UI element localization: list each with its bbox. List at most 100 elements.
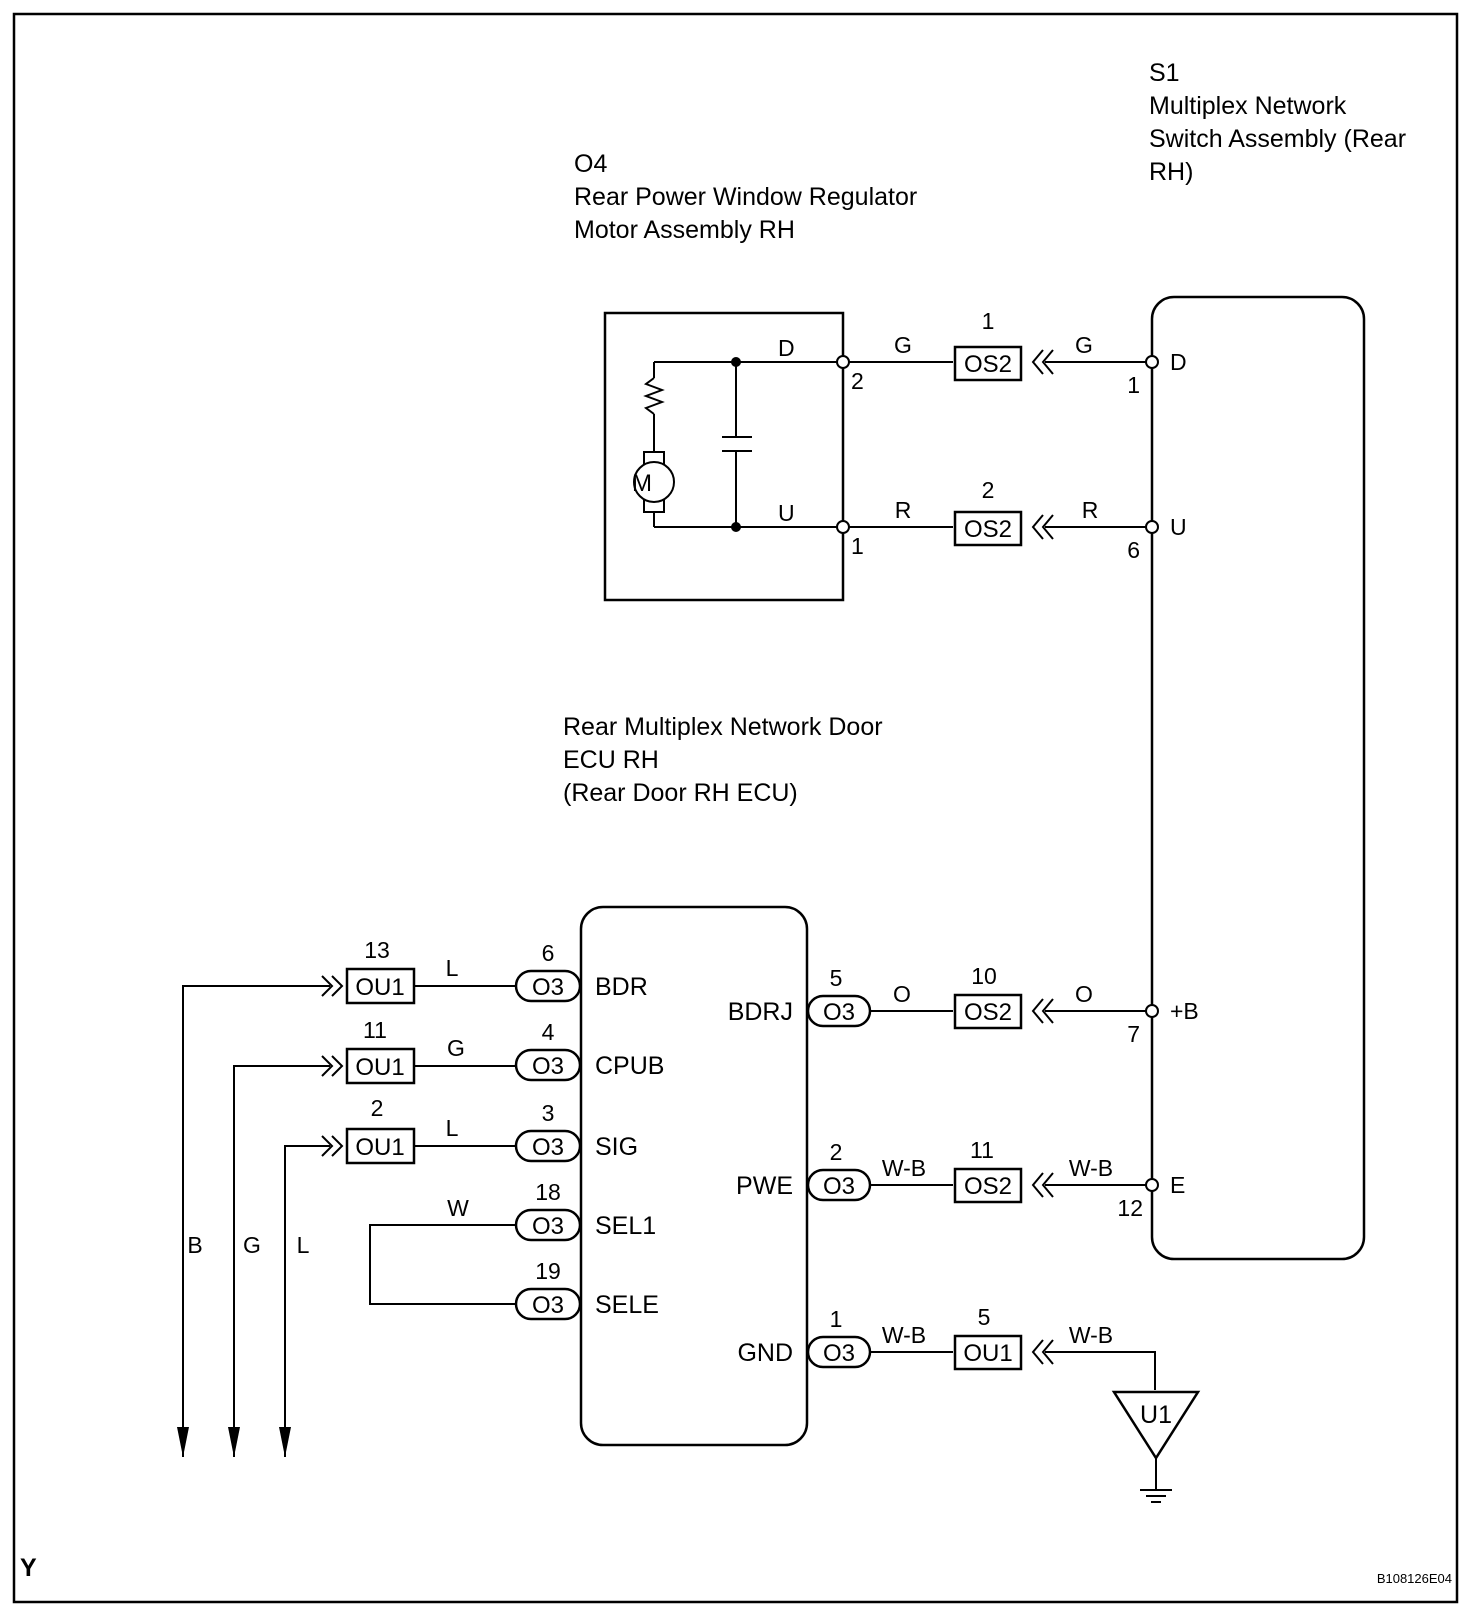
svg-text:Rear Multiplex Network Door: Rear Multiplex Network Door bbox=[563, 713, 883, 741]
svg-text:BDRJ: BDRJ bbox=[728, 998, 793, 1026]
svg-text:O3: O3 bbox=[823, 1173, 855, 1200]
ecu-right-terminal-gnd bbox=[806, 1335, 1156, 1390]
svg-text:+B: +B bbox=[1170, 998, 1199, 1024]
svg-text:5: 5 bbox=[830, 965, 843, 991]
ecu-left-terminal-sele: O3 19 SELE bbox=[514, 1258, 659, 1321]
ecu-left-terminal-sel1: O3 18 SEL1 bbox=[514, 1179, 656, 1242]
motor-symbol bbox=[633, 461, 675, 503]
svg-text:6: 6 bbox=[542, 940, 555, 966]
svg-text:Motor Assembly RH: Motor Assembly RH bbox=[574, 216, 795, 244]
svg-text:18: 18 bbox=[535, 1179, 561, 1205]
svg-text:4: 4 bbox=[542, 1019, 555, 1045]
motor-term-d-pin: 2 bbox=[851, 368, 864, 394]
svg-text:W-B: W-B bbox=[1069, 1155, 1113, 1181]
ground-point-u1 bbox=[1111, 1390, 1201, 1503]
wire-d-color-right: G bbox=[1075, 332, 1093, 358]
s1-title: S1 Multiplex Network Switch Assembly (Re… bbox=[1149, 59, 1406, 186]
svg-text:12: 12 bbox=[1117, 1195, 1143, 1221]
jumper-wire-color: W bbox=[447, 1195, 469, 1221]
connector-os2-d bbox=[953, 345, 1023, 382]
svg-text:PWE: PWE bbox=[736, 1172, 793, 1200]
svg-text:E: E bbox=[1170, 1172, 1185, 1198]
svg-text:W-B: W-B bbox=[882, 1322, 926, 1348]
svg-text:W-B: W-B bbox=[882, 1155, 926, 1181]
svg-text:11: 11 bbox=[363, 1017, 387, 1043]
output-wire-b: B bbox=[187, 1232, 202, 1258]
motor-term-d bbox=[836, 355, 850, 369]
svg-text:OS2: OS2 bbox=[964, 351, 1012, 378]
svg-text:S1: S1 bbox=[1149, 59, 1180, 87]
svg-text:O3: O3 bbox=[532, 1053, 564, 1080]
svg-text:O: O bbox=[893, 981, 911, 1007]
svg-text:R: R bbox=[895, 497, 912, 523]
svg-text:L: L bbox=[446, 1115, 459, 1141]
motor-term-d-name: D bbox=[778, 335, 795, 361]
o4-title: O4 Rear Power Window Regulator Motor Ass… bbox=[574, 150, 917, 244]
svg-text:SIG: SIG bbox=[595, 1133, 638, 1161]
svg-text:11: 11 bbox=[970, 1137, 994, 1163]
svg-text:BDR: BDR bbox=[595, 973, 648, 1001]
motor-term-u-pin: 1 bbox=[851, 533, 864, 559]
svg-text:O3: O3 bbox=[532, 1213, 564, 1240]
svg-text:1: 1 bbox=[830, 1306, 843, 1332]
svg-text:O3: O3 bbox=[823, 999, 855, 1026]
svg-text:Rear Power Window Regulator: Rear Power Window Regulator bbox=[574, 183, 917, 211]
ecu-title: Rear Multiplex Network Door ECU RH (Rear… bbox=[563, 713, 883, 807]
ecu-right-terminal-bdrj bbox=[806, 994, 1146, 1028]
connector-ou1-sig bbox=[345, 1127, 416, 1165]
svg-text:RH): RH) bbox=[1149, 158, 1193, 186]
figure-id: B108126E04 bbox=[1377, 1571, 1452, 1586]
svg-text:O4: O4 bbox=[574, 150, 607, 178]
connector-ou1-cpub bbox=[345, 1047, 416, 1085]
svg-text:G: G bbox=[447, 1035, 465, 1061]
ecu-left-terminal-cpub: O3 4 CPUB bbox=[514, 1019, 664, 1082]
svg-text:13: 13 bbox=[364, 937, 390, 963]
wire-d bbox=[849, 349, 1146, 375]
diagram-frame bbox=[12, 12, 1459, 1604]
connector-ou1-bdr bbox=[345, 967, 416, 1005]
wire-u bbox=[849, 514, 1146, 540]
switch-term-e bbox=[1145, 1178, 1159, 1192]
ecu-box bbox=[579, 905, 809, 1447]
svg-text:O3: O3 bbox=[532, 974, 564, 1001]
svg-text:SEL1: SEL1 bbox=[595, 1212, 656, 1240]
svg-text:2: 2 bbox=[371, 1095, 384, 1121]
svg-text:R: R bbox=[1082, 497, 1099, 523]
svg-text:Multiplex Network: Multiplex Network bbox=[1149, 92, 1347, 120]
svg-text:GND: GND bbox=[737, 1339, 793, 1367]
connector-os2-pwe bbox=[953, 1167, 1023, 1204]
svg-text:U: U bbox=[1170, 514, 1187, 540]
svg-text:1: 1 bbox=[1127, 372, 1140, 398]
wire-d-color-left: G bbox=[894, 332, 912, 358]
svg-text:OU1: OU1 bbox=[355, 1134, 404, 1161]
connector-os2-u bbox=[953, 510, 1023, 547]
svg-text:OU1: OU1 bbox=[355, 974, 404, 1001]
ground-u1-label: U1 bbox=[1140, 1401, 1172, 1429]
svg-text:2: 2 bbox=[830, 1139, 843, 1165]
svg-text:1: 1 bbox=[982, 308, 995, 334]
corner-letter: Y bbox=[20, 1554, 37, 1582]
svg-text:OS2: OS2 bbox=[964, 516, 1012, 543]
connector-ou1-gnd bbox=[953, 1334, 1023, 1371]
motor-term-u-name: U bbox=[778, 500, 795, 526]
svg-text:CPUB: CPUB bbox=[595, 1052, 664, 1080]
svg-text:19: 19 bbox=[535, 1258, 561, 1284]
svg-text:7: 7 bbox=[1127, 1021, 1140, 1047]
left-harness-wires bbox=[177, 975, 516, 1457]
svg-text:OU1: OU1 bbox=[963, 1340, 1012, 1367]
motor-label: M bbox=[632, 470, 652, 497]
svg-text:3: 3 bbox=[542, 1100, 555, 1126]
svg-text:O3: O3 bbox=[823, 1340, 855, 1367]
svg-text:OS2: OS2 bbox=[964, 999, 1012, 1026]
switch-term-u bbox=[1145, 520, 1159, 534]
svg-text:W-B: W-B bbox=[1069, 1322, 1113, 1348]
svg-text:10: 10 bbox=[971, 963, 997, 989]
ecu-left-terminal-sig: O3 3 SIG bbox=[514, 1100, 638, 1163]
switch-term-d bbox=[1145, 355, 1159, 369]
motor-internal-circuit bbox=[633, 357, 843, 532]
svg-text:Switch Assembly (Rear: Switch Assembly (Rear bbox=[1149, 125, 1406, 153]
o4-motor-box bbox=[603, 311, 845, 602]
ecu-left-terminal-bdr: O3 6 BDR bbox=[514, 940, 648, 1003]
svg-text:5: 5 bbox=[978, 1304, 991, 1330]
